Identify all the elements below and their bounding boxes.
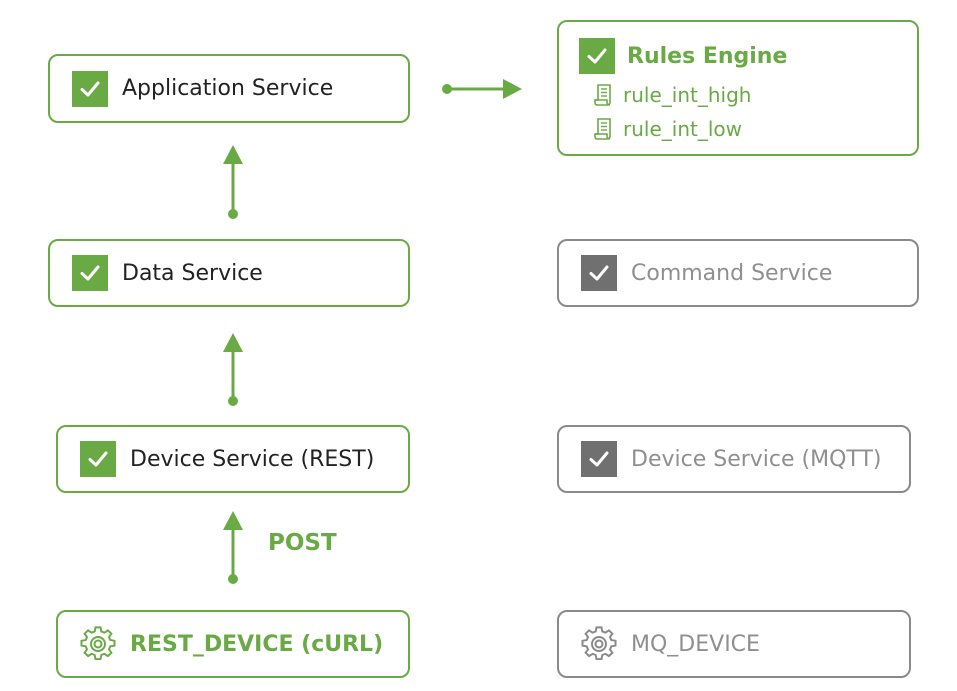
check-icon [72, 255, 108, 291]
check-icon [579, 38, 615, 74]
check-icon [80, 441, 116, 477]
gear-icon [80, 626, 116, 661]
rule-scroll-icon [594, 118, 611, 140]
mq-device-label: MQ_DEVICE [631, 631, 760, 657]
data-service-label: Data Service [122, 260, 263, 286]
post-label: POST [268, 530, 337, 556]
command-service-label: Command Service [631, 260, 833, 286]
device-service-mqtt-node[interactable]: Device Service (MQTT) [557, 425, 911, 493]
rest-device-label: REST_DEVICE (cURL) [130, 631, 384, 657]
rule-item[interactable]: rule_int_high [593, 78, 751, 112]
arrow-rest-device-to-device-service [223, 511, 243, 584]
rule-scroll-icon [594, 84, 611, 106]
device-service-rest-node[interactable]: Device Service (REST) [56, 425, 410, 493]
check-icon [72, 70, 108, 107]
device-service-mqtt-label: Device Service (MQTT) [631, 446, 882, 472]
check-icon [581, 255, 617, 291]
command-service-node[interactable]: Command Service [557, 239, 919, 307]
device-service-rest-label: Device Service (REST) [130, 446, 375, 472]
rule-name: rule_int_low [623, 117, 742, 141]
arrow-application-to-rules-engine [442, 79, 522, 99]
rules-engine-title: Rules Engine [627, 43, 788, 69]
arrow-data-to-application [223, 145, 243, 219]
rule-item[interactable]: rule_int_low [593, 112, 742, 146]
arrow-device-to-data [223, 333, 243, 406]
application-service-label: Application Service [122, 76, 334, 101]
rest-device-node[interactable]: REST_DEVICE (cURL) [56, 610, 410, 678]
data-service-node[interactable]: Data Service [48, 239, 410, 307]
application-service-node[interactable]: Application Service [48, 54, 410, 123]
gear-icon [581, 626, 617, 661]
check-icon [581, 441, 617, 477]
rules-engine-node[interactable]: Rules Engine rule_int_high rule_int_low [557, 20, 919, 156]
mq-device-node[interactable]: MQ_DEVICE [557, 610, 911, 678]
rules-engine-header: Rules Engine [579, 38, 787, 74]
rule-name: rule_int_high [623, 83, 752, 107]
